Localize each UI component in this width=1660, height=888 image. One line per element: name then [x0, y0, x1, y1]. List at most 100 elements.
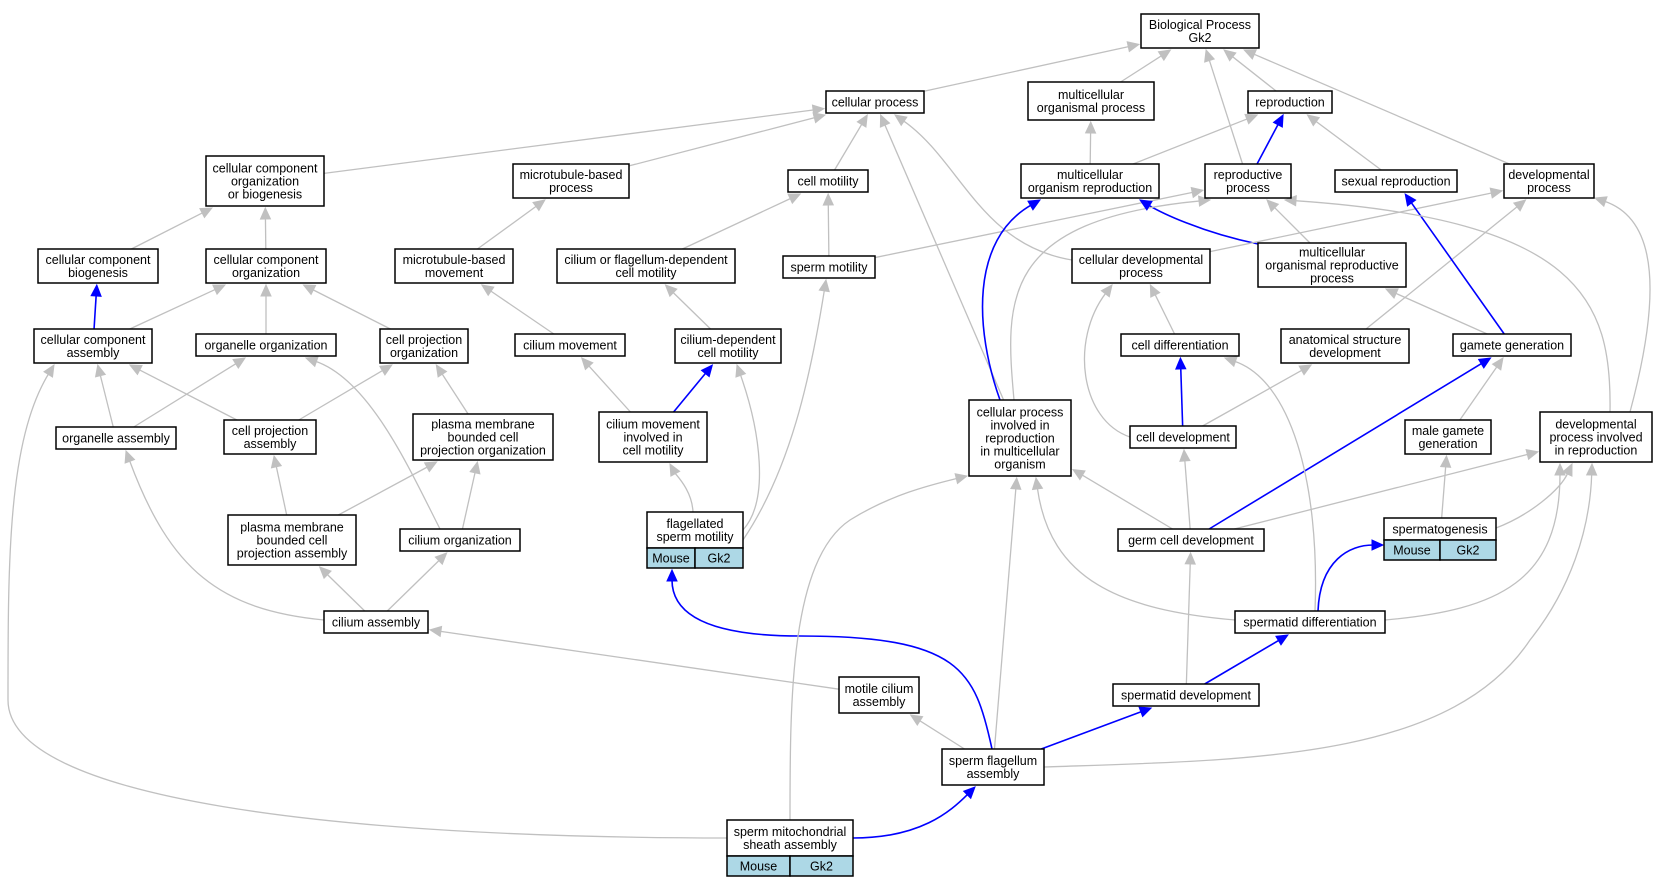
- arrowhead-bp-root: [1126, 41, 1141, 53]
- edge-cellular-process-to-bp-root: [923, 45, 1130, 92]
- node-label-line: organization: [231, 175, 299, 189]
- node-label-line: organelle organization: [204, 339, 327, 353]
- arrowhead-cellular-process: [879, 113, 891, 128]
- edge-multicellular-organismal-process-to-bp-root: [1120, 54, 1163, 83]
- node-spermatid-differentiation[interactable]: spermatid differentiation: [1234, 610, 1386, 634]
- edge-cilium-or-flagellum-dependent-cell-motility-to-cell-motility: [682, 197, 792, 250]
- edge-cell-development-to-cellular-developmental-process: [1083, 292, 1131, 438]
- arrowhead-organelle-organization: [304, 356, 319, 368]
- edge-germ-cell-development-to-cellular-process-involved-in-reproduction: [1081, 474, 1173, 530]
- node-label-line: process: [1527, 181, 1571, 195]
- node-cilium-movement[interactable]: cilium movement: [514, 333, 626, 357]
- edge-spermatid-differentiation-to-spermatogenesis: [1317, 544, 1374, 612]
- node-box: [825, 90, 925, 114]
- node-label-line: cellular developmental: [1079, 253, 1203, 267]
- edge-sperm-mitochondrial-sheath-assembly-to-cellular-component-assembly: [7, 373, 728, 839]
- node-organelle-assembly[interactable]: organelle assembly: [55, 426, 177, 450]
- edge-spermatid-differentiation-to-cell-differentiation: [1234, 360, 1317, 612]
- arrowhead-developmental-process: [1512, 199, 1527, 212]
- edge-germ-cell-development-to-developmental-process-involved-in-reproduction: [1234, 453, 1529, 530]
- node-cell-development[interactable]: cell development: [1129, 425, 1237, 449]
- node-box: [1257, 242, 1407, 288]
- node-box: [1020, 163, 1160, 199]
- annotation-badge-label: Gk2: [810, 860, 833, 874]
- node-label-line: organism: [994, 458, 1045, 472]
- node-label-line: process: [1119, 266, 1163, 280]
- node-box: [412, 413, 554, 461]
- edge-cellular-process-involved-in-reproduction-to-multicellular-organism-reproduction: [981, 204, 1032, 401]
- arrowhead-cellular-process-involved-in-reproduction: [1031, 476, 1044, 491]
- annotation-badge-cell: [694, 547, 744, 569]
- edge-germ-cell-development-to-cell-development: [1184, 459, 1191, 530]
- node-box: [195, 333, 337, 357]
- arrowhead-reproduction: [1244, 113, 1259, 125]
- edge-spermatogenesis-to-male-gamete-generation: [1441, 465, 1447, 519]
- node-box: [674, 328, 782, 364]
- node-box: [223, 419, 317, 455]
- arrowhead-developmental-process-involved-in-reproduction: [1561, 462, 1573, 477]
- node-sexual-reproduction[interactable]: sexual reproduction: [1334, 169, 1458, 193]
- node-label-line: cell motility: [622, 444, 684, 458]
- node-label-line: cell differentiation: [1131, 339, 1228, 353]
- node-box: [598, 411, 708, 463]
- node-reproduction[interactable]: reproduction: [1247, 90, 1333, 114]
- arrowhead-bp-root: [1204, 48, 1216, 63]
- node-cell-motility[interactable]: cell motility: [787, 169, 869, 193]
- node-label-line: cell motility: [697, 346, 759, 360]
- node-label-line: movement: [425, 266, 484, 280]
- node-cell-differentiation[interactable]: cell differentiation: [1120, 333, 1240, 357]
- node-label-line: flagellated: [667, 517, 724, 531]
- arrowhead-cilium-assembly: [428, 625, 443, 638]
- arrowhead-reproduction: [1306, 114, 1321, 127]
- node-cellular-process[interactable]: cellular process: [825, 90, 925, 114]
- node-gamete-generation[interactable]: gamete generation: [1452, 333, 1572, 357]
- node-cilium-organization[interactable]: cilium organization: [399, 528, 521, 552]
- arrowhead-sperm-motility: [818, 278, 830, 293]
- node-box: [726, 819, 854, 857]
- edge-reproductive-process-to-bp-root: [1208, 59, 1244, 165]
- node-cilium-assembly[interactable]: cilium assembly: [323, 610, 429, 634]
- node-label-line: bounded cell: [257, 534, 328, 548]
- node-label-line: organization: [232, 266, 300, 280]
- node-germ-cell-development[interactable]: germ cell development: [1117, 528, 1265, 552]
- node-spermatid-development[interactable]: spermatid development: [1112, 683, 1260, 707]
- arrowhead-microtubule-based-process: [532, 199, 546, 212]
- edge-cell-development-to-anatomical-structure-development: [1202, 369, 1303, 427]
- edge-cellular-developmental-process-to-developmental-process: [1209, 192, 1493, 253]
- arrowhead-cilium-movement: [580, 357, 594, 371]
- node-sperm-motility[interactable]: sperm motility: [782, 255, 876, 279]
- edge-cell-projection-assembly-to-cellular-component-assembly: [138, 368, 238, 421]
- arrowhead-cell-projection-organization: [379, 364, 393, 376]
- node-organelle-organization[interactable]: organelle organization: [195, 333, 337, 357]
- edge-cilium-assembly-to-cilium-organization: [386, 559, 440, 612]
